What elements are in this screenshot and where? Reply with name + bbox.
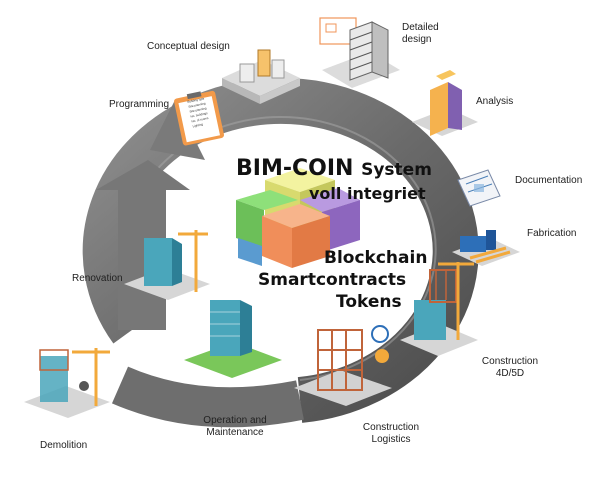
dollar-coin-icon [375,349,389,363]
operation-maintenance-illustration [184,300,282,378]
label-analysis: Analysis [476,96,514,107]
center-line-tokens: Tokens [336,292,402,312]
label-detailed-design-line1: Detailed [402,22,439,33]
label-renovation: Renovation [72,273,123,284]
label-fabrication: Fabrication [527,228,577,239]
wrecking-ball-icon [79,381,89,391]
label-construction-logistics-line2: Logistics [371,434,411,445]
construction-4d5d-illustration [400,262,478,356]
bim-coin-cube-logo [236,168,360,268]
conceptual-design-illustration [222,49,300,104]
detailed-design-illustration [319,17,400,88]
label-construction-4d5d: Construction 4D/5D [480,356,540,380]
fabrication-illustration [452,230,520,266]
label-operation-maintenance-line1: Operation and [203,415,267,426]
label-operation-maintenance: Operation and Maintenance [196,415,274,439]
title-system: System [361,160,432,180]
center-line-blockchain: Blockchain [324,248,428,268]
center-subtitle: voll integriet [309,184,426,203]
label-documentation: Documentation [515,175,583,186]
programming-clipboard-illustration [174,90,224,146]
center-title: BIM-COIN System [236,156,432,181]
label-detailed-design-line2: design [402,34,432,45]
title-bim-coin: BIM-COIN [236,156,354,181]
demolition-illustration [24,348,110,418]
renovation-illustration [124,230,210,300]
label-construction-logistics: Construction Logistics [356,422,426,446]
label-detailed-design: Detailed design [402,22,439,46]
label-demolition: Demolition [40,440,88,451]
label-construction-4d5d-line2: 4D/5D [495,368,525,379]
center-line-smartcontracts: Smartcontracts [258,270,407,290]
ring-arrowhead-left [96,160,190,330]
documentation-illustration [457,169,501,207]
ring-arrowhead-top [150,100,205,160]
label-construction-4d5d-line1: Construction [481,356,539,367]
clock-icon [371,325,389,343]
label-construction-logistics-line1: Construction [362,422,420,433]
label-programming: Programming [109,99,170,110]
label-operation-maintenance-line2: Maintenance [206,427,264,438]
label-conceptual-design: Conceptual design [147,41,230,52]
analysis-illustration [412,70,478,136]
construction-logistics-illustration [294,325,392,406]
